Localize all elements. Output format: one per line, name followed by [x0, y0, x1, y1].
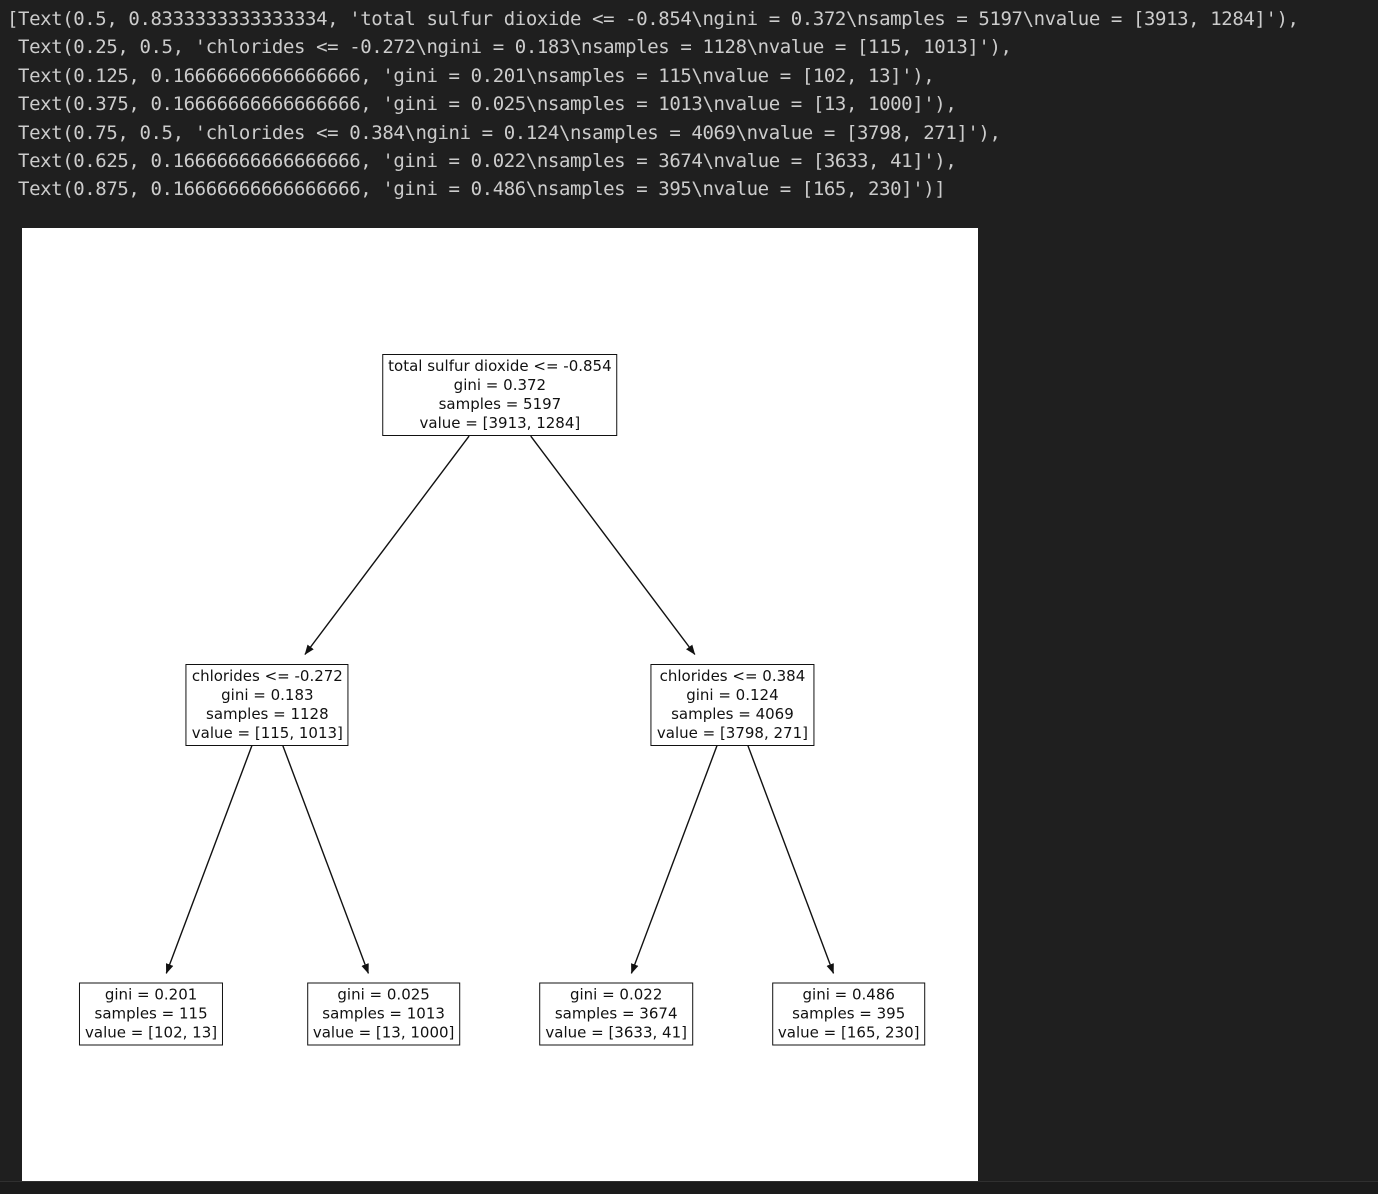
node-text-line: gini = 0.124: [686, 685, 779, 704]
tree-edge-root-r: [530, 435, 696, 655]
node-text-line: samples = 4069: [671, 704, 794, 723]
node-text-line: gini = 0.183: [221, 685, 314, 704]
bottom-bar: [0, 1181, 1378, 1194]
node-text-line: gini = 0.201: [104, 985, 198, 1004]
console-line: Text(0.75, 0.5, 'chlorides <= 0.384\ngin…: [7, 121, 1001, 144]
node-text-line: value = [3633, 41]: [545, 1023, 687, 1042]
tree-edge-l-lr: [282, 745, 370, 974]
node-text-line: chlorides <= 0.384: [659, 666, 806, 685]
node-text-line: value = [102, 13]: [85, 1023, 218, 1042]
node-text-line: total sulfur dioxide <= -0.854: [388, 357, 612, 376]
console-output: [Text(0.5, 0.8333333333333334, 'total su…: [0, 0, 1378, 204]
node-text-line: samples = 395: [792, 1004, 906, 1023]
tree-edge-root-l: [304, 435, 470, 655]
node-text-line: value = [3913, 1284]: [419, 414, 581, 433]
tree-edge-r-rr: [747, 745, 835, 974]
node-text-line: samples = 3674: [554, 1004, 678, 1023]
console-line: [Text(0.5, 0.8333333333333334, 'total su…: [7, 8, 1299, 30]
tree-edge-l-ll: [165, 745, 253, 974]
node-text-line: value = [13, 1000]: [312, 1023, 455, 1042]
console-line: Text(0.25, 0.5, 'chlorides <= -0.272\ngi…: [7, 36, 1012, 59]
node-text-line: samples = 5197: [438, 395, 562, 414]
node-text-line: chlorides <= -0.272: [191, 666, 343, 685]
node-text-line: samples = 115: [94, 1004, 208, 1023]
node-text-line: gini = 0.025: [337, 985, 430, 1004]
node-text-line: gini = 0.022: [569, 985, 663, 1004]
console-line: Text(0.125, 0.16666666666666666, 'gini =…: [7, 64, 935, 87]
node-text-line: gini = 0.372: [453, 376, 547, 395]
console-line: Text(0.375, 0.16666666666666666, 'gini =…: [7, 93, 957, 116]
node-text-line: value = [115, 1013]: [191, 723, 343, 742]
node-text-line: value = [165, 230]: [777, 1023, 920, 1042]
node-text-line: samples = 1013: [322, 1004, 445, 1023]
node-text-line: gini = 0.486: [802, 985, 895, 1004]
tree-edges: [165, 435, 835, 974]
node-text-line: value = [3798, 271]: [656, 723, 808, 742]
node-text-line: samples = 1128: [206, 704, 329, 723]
console-line: Text(0.875, 0.16666666666666666, 'gini =…: [7, 178, 946, 201]
tree-edge-r-rl: [630, 745, 718, 974]
console-line: Text(0.625, 0.16666666666666666, 'gini =…: [7, 150, 957, 173]
console-lines: [Text(0.5, 0.8333333333333334, 'total su…: [7, 5, 1378, 204]
